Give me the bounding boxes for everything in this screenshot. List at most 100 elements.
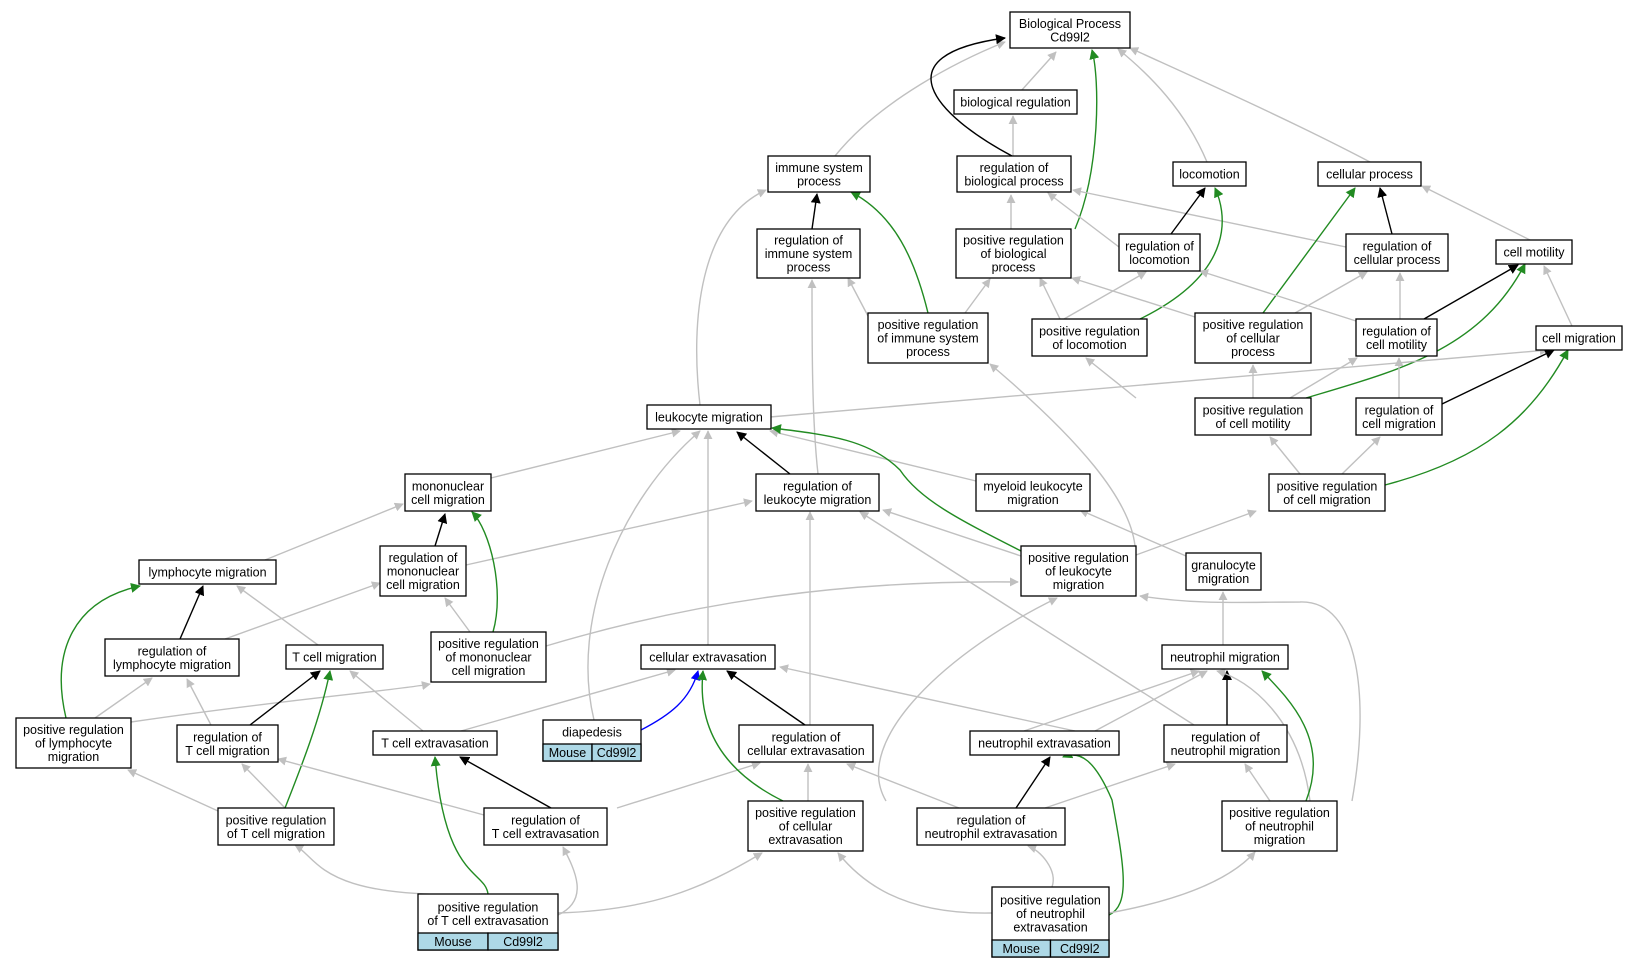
node-biological-regulation[interactable]: biological regulation	[953, 89, 1078, 115]
is-a-edge	[1341, 436, 1381, 475]
node-neutrophil-migration[interactable]: neutrophil migration	[1161, 644, 1289, 670]
node-label-line: immune system	[775, 161, 863, 175]
annotation-gene-cell	[487, 932, 559, 951]
is-a-edge	[130, 681, 431, 723]
node-label-line: lymphocyte migration	[148, 566, 266, 580]
node-lymphocyte-migration[interactable]: lymphocyte migration	[138, 559, 277, 585]
node-label-line: of cell migration	[1283, 493, 1371, 507]
node-label-line: of immune system	[877, 332, 978, 346]
part-of-edge	[1170, 187, 1206, 235]
node-label-line: positive regulation	[963, 234, 1064, 248]
is-a-edge	[264, 502, 404, 561]
node-cellular-process[interactable]: cellular process	[1317, 161, 1422, 187]
node-regulation-of-T-cell-migration[interactable]: regulation ofT cell migration	[176, 724, 279, 763]
node-cell-motility[interactable]: cell motility	[1495, 239, 1573, 265]
is-a-edge	[127, 769, 219, 812]
node-label-line: extravasation	[768, 833, 842, 847]
node-cell-migration[interactable]: cell migration	[1535, 325, 1623, 351]
is-a-edge	[1023, 669, 1200, 732]
is-a-edge	[94, 677, 153, 719]
node-label-line: cell motility	[1366, 338, 1428, 352]
annotation-gene: Cd99l2	[597, 746, 637, 760]
node-label-line: of cell motility	[1215, 417, 1291, 431]
part-of-edge	[459, 756, 552, 809]
node-label-line: T cell extravasation	[381, 737, 489, 751]
node-T-cell-migration[interactable]: T cell migration	[285, 644, 384, 670]
node-leukocyte-migration[interactable]: leukocyte migration	[646, 404, 772, 430]
is-a-edge	[877, 597, 1058, 802]
node-label-line: of locomotion	[1052, 338, 1126, 352]
is-a-edge	[1027, 844, 1054, 888]
node-label-line: regulation of	[138, 644, 207, 658]
is-a-edge	[465, 498, 753, 566]
node-label-line: migration	[1007, 493, 1058, 507]
positively-regulates-edge	[284, 670, 334, 809]
node-label-line: leukocyte migration	[655, 411, 763, 425]
node-label-line: regulation of	[1191, 730, 1260, 744]
is-a-edge	[837, 852, 993, 914]
is-a-edge	[349, 670, 424, 732]
node-label-line: migration	[1254, 833, 1305, 847]
node-label-line: migration	[1053, 578, 1104, 592]
node-label-line: regulation of	[1363, 239, 1432, 253]
node-regulation-of-T-cell-extravasation[interactable]: regulation ofT cell extravasation	[483, 807, 608, 846]
node-label-line: of lymphocyte	[35, 737, 112, 751]
is-a-edge	[490, 428, 681, 479]
node-locomotion[interactable]: locomotion	[1172, 161, 1247, 187]
is-a-edge	[834, 40, 1006, 157]
is-a-edge	[964, 278, 991, 314]
node-label-line: mononuclear	[412, 479, 484, 493]
node-neutrophil-extravasation[interactable]: neutrophil extravasation	[969, 730, 1120, 756]
is-a-edge	[882, 508, 1022, 557]
node-label-line: positive regulation	[438, 900, 539, 914]
node-label-line: cell migration	[1542, 332, 1616, 346]
node-label-line: lymphocyte migration	[113, 658, 231, 672]
is-a-edge	[1294, 271, 1368, 314]
node-T-cell-extravasation[interactable]: T cell extravasation	[372, 730, 498, 756]
is-a-edge	[769, 428, 977, 482]
positively-regulates-edge	[1261, 670, 1315, 802]
node-label-line: process	[787, 261, 831, 275]
node-label-line: positive regulation	[1277, 479, 1378, 493]
node-label-line: leukocyte migration	[764, 493, 872, 507]
node-label-line: of biological	[980, 247, 1046, 261]
node-cellular-extravasation[interactable]: cellular extravasation	[640, 644, 776, 670]
is-a-edge	[1094, 670, 1208, 732]
part-of-edge	[930, 34, 1013, 157]
is-a-edge	[1216, 668, 1311, 802]
is-a-edge	[1108, 851, 1256, 914]
node-label-line: regulation of	[957, 813, 1026, 827]
